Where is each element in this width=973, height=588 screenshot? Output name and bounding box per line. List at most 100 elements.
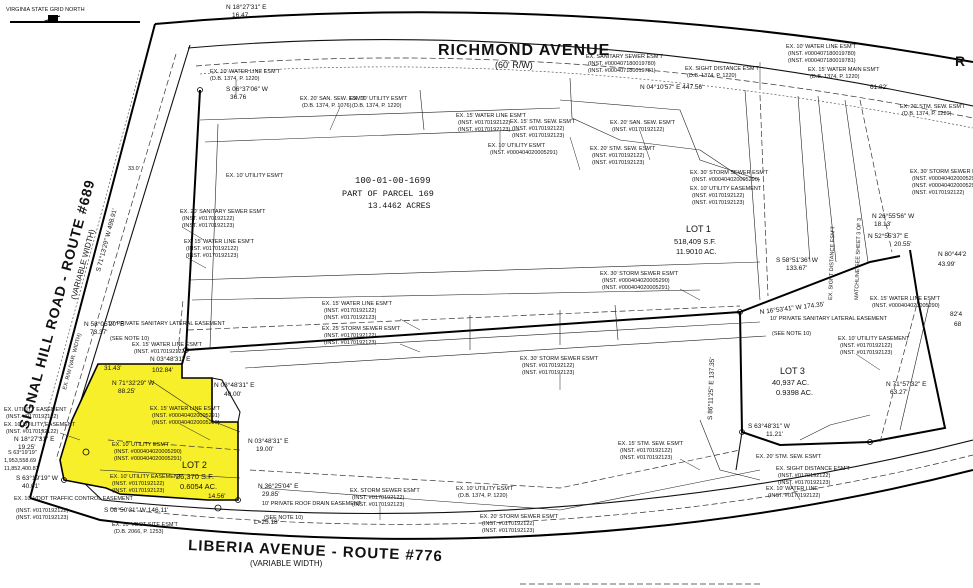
map-annotation-text: LOT 3	[780, 366, 805, 376]
map-annotation-text: 19.25'	[18, 444, 36, 451]
richmond-cut-label: R	[955, 53, 966, 69]
map-annotation-text: 43.99'	[938, 261, 956, 268]
map-annotation-text: (INST. #000407180019780)	[588, 61, 656, 67]
map-annotation-text: N 80°44'2	[938, 250, 967, 258]
map-annotation-text: 20.55'	[894, 241, 912, 248]
map-annotation-text: (D.B. 1374, P. 1220)	[902, 111, 952, 117]
map-annotation-text: EX. 30' STORM SEWER ESM'T	[520, 356, 599, 362]
map-annotation-text: (D.B. 1374, P. 1220)	[210, 76, 260, 82]
richmond-avenue-edges	[154, 11, 973, 129]
map-annotation-text: EX. 30' STORM SEWER ESM'T	[910, 169, 973, 175]
easement-lines	[99, 77, 931, 511]
map-annotation-text: (INST. #000404020005290)	[602, 278, 670, 284]
map-annotation-text: (D.B. 1374, P. 1220)	[352, 103, 402, 109]
map-annotation-text: N 26°55'56" W	[872, 212, 915, 220]
map-annotation-text: N 03°48'31" E	[248, 437, 289, 445]
map-annotation-text: 14.56'	[208, 493, 226, 500]
map-annotation-text: (INST. #000404020005290)	[872, 303, 940, 309]
map-annotation-text: 16.47	[232, 12, 249, 19]
map-annotation-text: EX. 20' SAN. SEW. ESM'T	[610, 120, 676, 126]
map-annotation-text: (D.B. 1374, P. 1220)	[458, 493, 508, 499]
map-annotation-text: EX. 20' SANITARY SEWER ESM'T	[180, 209, 266, 215]
map-annotation-text: 11,852,400.81	[4, 466, 39, 472]
map-annotation-text: 1,953,558.69	[4, 458, 36, 464]
monuments	[61, 87, 873, 512]
map-annotation-text: N 36°25'04" E	[258, 482, 299, 490]
map-annotation-text: 29.85'	[262, 491, 280, 498]
map-annotation-text: S 08°50'31" W 146.11'	[104, 506, 168, 514]
map-annotation-text: 19.00'	[256, 446, 274, 453]
map-annotation-text: LOT 2	[182, 460, 207, 470]
map-annotation-text: (INST. #0170192122)	[134, 349, 186, 355]
map-annotation-text: EX. 25' STORM SEWER ESM'T	[322, 326, 401, 332]
parcel-acres: 13.4462 ACRES	[368, 202, 431, 211]
map-annotation-text: (INST. #0170192123)	[186, 253, 238, 259]
map-annotation-text: (INST. #0170192123)	[522, 370, 574, 376]
map-annotation-text: 82'4	[950, 311, 962, 318]
map-annotation-text: (INST. #000407180019781)	[788, 58, 856, 64]
lot-3-label: LOT 3 40,937 AC. 0.9398 AC.	[772, 366, 813, 397]
map-annotation-text: (D.B. 1374, P. 1220)	[687, 73, 737, 79]
easement-callouts: EX. 10' WATER LINE ESM'T (D.B. 1374, P. …	[4, 44, 973, 535]
map-annotation-text: (D.B. 1374, P. 1076)	[302, 103, 352, 109]
map-annotation-text: N 03°48'31" E	[214, 381, 255, 389]
map-annotation-text: EX. 10' WATER LINE ESM'T	[210, 69, 281, 75]
map-annotation-text: (INST. #0170192122)	[612, 127, 664, 133]
map-annotation-text: EX. 30' STORM SEWER ESM'T	[690, 170, 769, 176]
map-annotation-text: 88.25'	[118, 388, 136, 395]
map-annotation-text: MATCHLINE SEE SHEET 3 OF 3	[854, 218, 863, 300]
monument-icon	[183, 347, 189, 353]
map-annotation-text: 10' PRIVATE ROOF DRAIN EASEMENT	[262, 501, 362, 507]
lot-2-highlight[interactable]	[59, 363, 239, 501]
parcel-label: 100-01-00-1699 PART OF PARCEL 169 13.446…	[342, 176, 434, 211]
map-annotation-text: 68	[954, 321, 962, 328]
map-annotation-text: 102.84'	[152, 367, 173, 374]
map-annotation-text: (INST. #0170192122)	[6, 414, 58, 420]
map-annotation-text: EX. 20' STM. SEW. ESM'T	[590, 146, 656, 152]
map-annotation-text: EX. 10' WATER LINE	[766, 486, 818, 492]
map-annotation-text: 40.01'	[22, 483, 40, 490]
map-annotation-text: (INST. #0170192123)	[112, 488, 164, 494]
map-annotation-text: EX. 20' STORM SEWER ESM'T	[480, 514, 559, 520]
map-annotation-text: (INST. #0170192123)	[778, 480, 830, 486]
map-annotation-text: (INST. #0170192122)	[458, 120, 510, 126]
map-annotation-text: 61.82'	[870, 84, 888, 91]
map-annotation-text: EX. 10' VDOT TRAFFIC CONTROL EASEMENT	[14, 496, 134, 502]
map-annotation-text: (INST. #0170192122)	[768, 493, 820, 499]
map-annotation-text: 518,409 S.F.	[674, 237, 716, 246]
map-annotation-text: EX. 10' WATER LINE ESM'T	[786, 44, 857, 50]
map-annotation-text: EX. SIGHT DISTANCE ESM'T	[776, 466, 851, 472]
map-annotation-text: 0.9398 AC.	[776, 388, 813, 397]
map-annotation-text: S 06°37'06" W	[226, 85, 269, 93]
map-annotation-text: (INST. #000404020005291)	[490, 150, 558, 156]
map-annotation-text: EX. SIGHT DISTANCE ESM'T	[685, 66, 760, 72]
map-annotation-text: EX. 15' WATER MAIN ESM'T	[808, 67, 880, 73]
map-annotation-text: (INST. #000404020005290)	[114, 449, 182, 455]
map-annotation-text: EX. 15' WATER LINE ESM'T	[150, 406, 221, 412]
map-annotation-text: (INST. #0170192123)	[16, 515, 68, 521]
monument-icon	[214, 504, 222, 512]
monument-icon	[82, 448, 90, 456]
map-annotation-text: EX. 10' UTILITY ESM'T	[350, 96, 408, 102]
map-annotation-text: (INST. #0170192123)	[182, 223, 234, 229]
map-annotation-text: (INST. #000404020005290)	[152, 420, 220, 426]
map-annotation-text: LOT 1	[686, 224, 711, 234]
monument-icon	[235, 497, 241, 503]
map-annotation-text: (INST. #0170192123)	[458, 127, 510, 133]
map-annotation-text: EX. 10' UTILITY EASEMENT	[4, 422, 76, 428]
map-annotation-text: (INST. #0170192122)	[522, 363, 574, 369]
map-annotation-text: (INST. #0170192122)	[840, 343, 892, 349]
map-annotation-text: (INST. #0170192122)	[620, 448, 672, 454]
monument-icon	[737, 309, 743, 315]
lot-2-label: LOT 2 26,370 S.F. 0.6054 AC.	[176, 460, 217, 491]
map-annotation-text: (INST. #0170192123)	[324, 315, 376, 321]
map-annotation-text: (INST. #0170192122)	[912, 190, 964, 196]
map-annotation-text: (INST. #0170192123)	[352, 502, 404, 508]
lot-1-label: LOT 1 518,409 S.F. 11.9010 AC.	[674, 224, 717, 256]
map-annotation-text: (INST. #0170192122)	[778, 473, 830, 479]
map-annotation-text: EX. 15' WATER LINE ESM'T	[184, 239, 255, 245]
map-annotation-text: S 63°48'31" W	[748, 422, 791, 430]
map-annotation-text: EX. 20' STM. SEW. ESM'T	[900, 104, 966, 110]
map-annotation-text: EX. 15' WATER LINE ESM'T	[456, 113, 527, 119]
map-annotation-text: (INST. #000404020005291)	[912, 183, 973, 189]
